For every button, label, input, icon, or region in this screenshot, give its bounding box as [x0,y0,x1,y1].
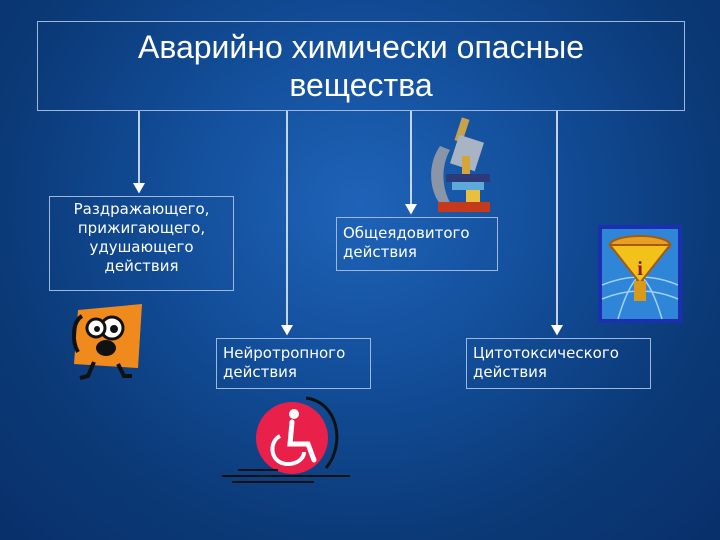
category-general-toxic-line-2: действия [343,243,417,261]
category-irritant-box: Раздражающего, прижигающего, удушающего … [49,196,234,291]
category-irritant-line-3: удушающего [89,238,194,256]
category-general-toxic-line-1: Общеядовитого [343,224,470,242]
page-title: Аварийно химически опасные вещества [37,21,685,111]
category-irritant-line-1: Раздражающего, [73,200,210,218]
funnel-info-icon: i [598,225,682,323]
category-neurotropic-box: Нейротропного действия [216,338,371,389]
wheelchair-icon [222,396,350,483]
category-cytotoxic-box: Цитотоксического действия [466,338,651,389]
title-line-1: Аварийно химически опасные [137,29,585,65]
category-general-toxic-box: Общеядовитого действия [336,217,498,271]
category-irritant-line-4: действия [104,257,179,275]
category-cytotoxic-line-1: Цитотоксического [473,344,619,362]
info-letter: i [637,258,643,280]
category-neurotropic-line-2: действия [223,363,297,381]
category-cytotoxic-line-2: действия [473,363,547,381]
title-line-2: вещества [289,67,433,103]
category-irritant-line-2: прижигающего, [77,219,206,237]
microscope-icon [431,117,490,212]
category-neurotropic-line-1: Нейротропного [223,344,346,362]
scared-face-icon [71,304,142,380]
